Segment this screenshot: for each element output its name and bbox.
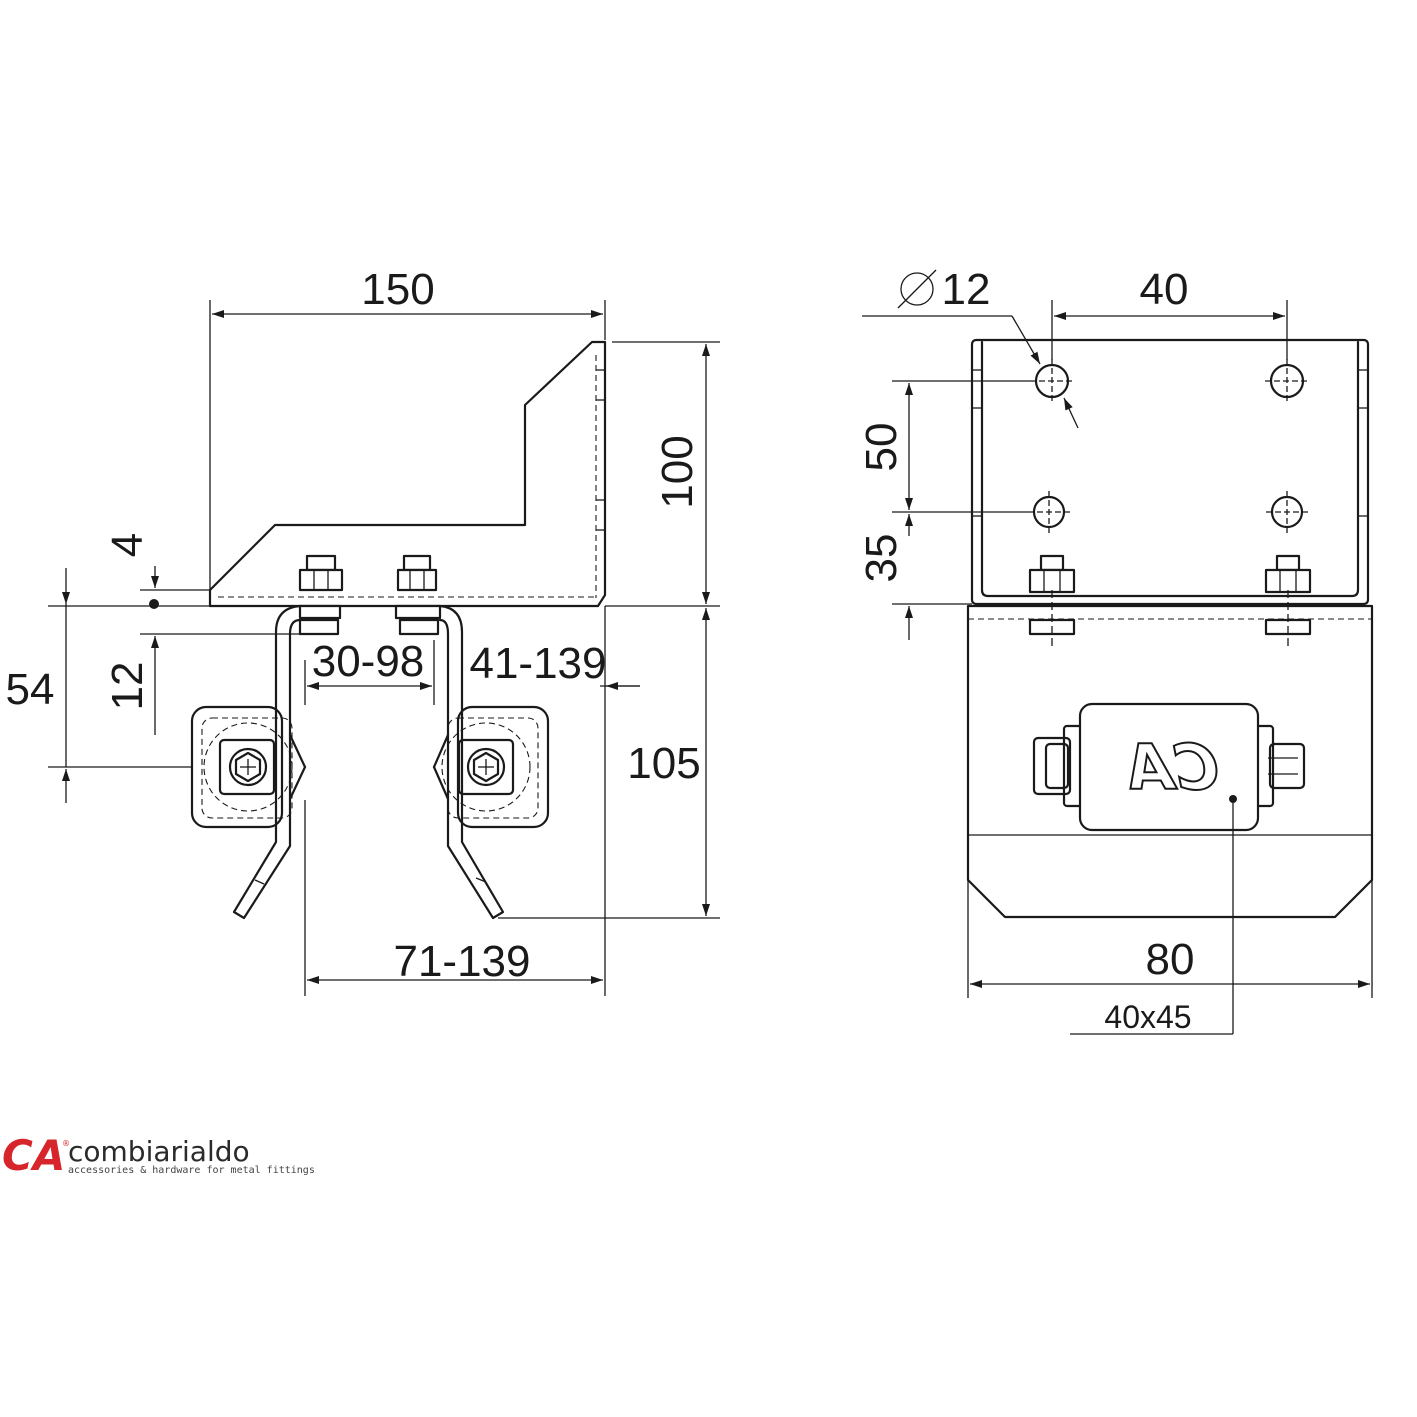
dim-40: 40 bbox=[1140, 265, 1189, 314]
axle-assembly bbox=[1032, 702, 1306, 832]
roller-housing bbox=[1078, 702, 1260, 832]
ca-emboss: CA bbox=[1124, 730, 1219, 805]
dim-4: 4 bbox=[103, 533, 152, 557]
hole-top-right bbox=[1265, 359, 1309, 403]
hanger-left bbox=[232, 604, 302, 920]
hanger-right bbox=[438, 604, 505, 920]
dim-80: 80 bbox=[1146, 935, 1195, 984]
dim-35: 35 bbox=[857, 534, 906, 583]
dim-diameter-12: 12 bbox=[942, 265, 991, 314]
dim-30-98: 30-98 bbox=[312, 637, 425, 686]
brand-mark: CA bbox=[2, 1131, 65, 1180]
hole-bottom-right bbox=[1266, 491, 1308, 533]
top-bolt-right bbox=[394, 554, 442, 636]
hole-bottom-left bbox=[1028, 491, 1070, 533]
dim-40x45: 40x45 bbox=[1104, 999, 1191, 1035]
dim-54: 54 bbox=[6, 665, 55, 714]
svg-text:®: ® bbox=[62, 1139, 70, 1148]
side-view: 150 100 105 4 12 54 30-98 bbox=[6, 265, 720, 996]
front-plate bbox=[970, 338, 1370, 606]
top-bolt-left bbox=[298, 554, 344, 636]
front-bolt-right bbox=[1264, 554, 1312, 650]
dim-41-139: 41-139 bbox=[469, 639, 606, 688]
diameter-icon bbox=[897, 269, 937, 309]
front-view: CA 40x45 12 40 50 35 80 bbox=[857, 265, 1374, 1035]
hole-top-left bbox=[1030, 359, 1074, 403]
dim-100: 100 bbox=[653, 435, 702, 508]
dim-150: 150 bbox=[361, 265, 434, 314]
dim-71-139: 71-139 bbox=[393, 937, 530, 986]
dim-50: 50 bbox=[857, 423, 906, 472]
brand-logo: CA ® combiarialdo accessories & hardware… bbox=[2, 1131, 315, 1180]
roller-right bbox=[432, 705, 550, 829]
front-bolt-left bbox=[1028, 554, 1076, 650]
dim-12: 12 bbox=[103, 662, 152, 711]
brand-name: combiarialdo bbox=[68, 1135, 250, 1168]
svg-text:CA: CA bbox=[1125, 731, 1218, 804]
dim-105: 105 bbox=[627, 739, 700, 788]
roller-left bbox=[190, 705, 307, 829]
brand-tagline: accessories & hardware for metal fitting… bbox=[68, 1165, 315, 1176]
